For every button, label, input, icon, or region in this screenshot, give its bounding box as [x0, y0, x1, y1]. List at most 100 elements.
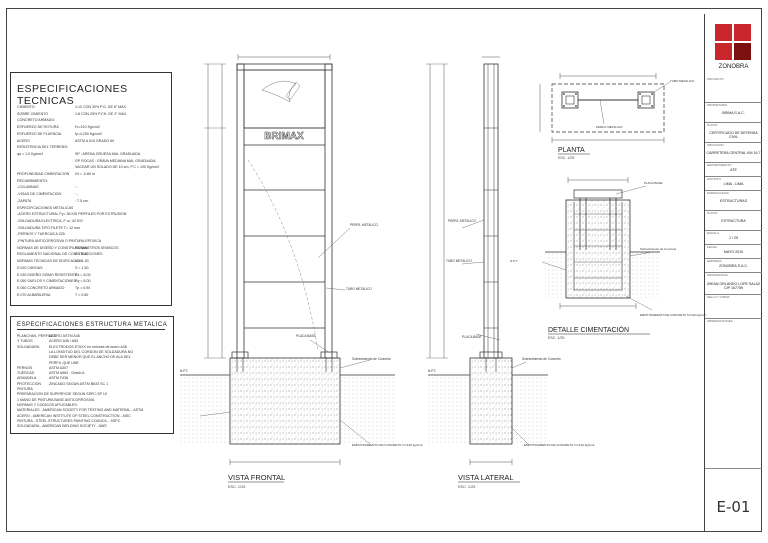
front-view-title: VISTA FRONTAL [228, 473, 285, 482]
title-block-cell-value: ESTRUCTURA [721, 219, 746, 223]
side-perfil-label: PERFIL METALICO [448, 219, 477, 223]
plan-tubo-label: TUBO METALICO [670, 79, 695, 83]
spec-line-label: PREPARACION DE SUPERFICIE SEGUN SSPC-SP … [17, 392, 107, 397]
spec-line-label: -PINTURA ANTICORROSIVA O PINTURA EPOXICA [17, 239, 102, 243]
spec-line-label: -SOLDADURA ELECTRICA, F u= 42 KSI [17, 218, 83, 223]
metal-structure-specifications-box: ESPECIFICACIONES ESTRUCTURA METALICA PLA… [10, 316, 174, 434]
spec-line-value: ASTM A307 [49, 365, 69, 370]
spec-line-label: PLANCHAS, PERFILES [17, 334, 56, 338]
spec-line-value: f'c=210 Kg/cm2 [75, 125, 100, 130]
title-block-cell-value: JHEAN ORLANDO LOPE SALAZ CIP 167759 [706, 282, 761, 290]
plan-perfil-label: PERFIL METALICO [596, 125, 623, 129]
spec-line-value: Ry = 8.00 [75, 279, 91, 284]
spec-line-label: 1 MANO DE PINTURA BASE ANTICORROSIVA [17, 397, 95, 402]
spec-line-value: DEBE SER MENOR QUE EL ANCHO DE ALA DEL [49, 355, 131, 360]
spec-line-label: ACERO [17, 138, 30, 143]
title-block-cell-value: 1 / 25 [729, 236, 738, 240]
title-block-cell-label: DEPARTAMENTO [707, 163, 732, 167]
spec-line-label: E.070 ALBAÑILERIA [17, 292, 51, 297]
title-block-cell-label: PLANO [707, 211, 718, 215]
front-empotramiento-label: EMPOTRAMIENTO DE CONCRETO f'c=140 kg/cm2 [352, 443, 423, 447]
logo-square-tl [715, 24, 732, 41]
spec-line-label: NORMAS TECNICAS DE EDIFICACION: [17, 259, 84, 264]
spec-line-value: ACERO A36 / A53 [49, 339, 79, 344]
side-view: PERFIL METALICO TUBO METALICO PLACA BASE… [426, 56, 595, 489]
spec-line-value: 1:10 CON 30% P.G. DE 6" MAX. [75, 105, 127, 109]
spec-line-label: ESFUERZO DE FLUENCIA [17, 131, 62, 136]
side-view-scale: ESC. 1/25 [458, 485, 475, 489]
side-empotramiento-label: EMPOTRAMIENTO DE CONCRETO f'c=140 kg/cm2 [524, 443, 595, 447]
title-block-cell: SELLO Y FIRMA [705, 294, 762, 319]
spec-line-label: -ACERO ESTRUCTURAL Fy= 36 KSI PERFILES P… [17, 212, 127, 217]
brand-name: ZONOBRA [718, 64, 749, 70]
front-npt-label: N.P.T. [180, 369, 188, 373]
spec-line-label: E.020 CARGAS [17, 265, 43, 270]
logo-square-br [734, 43, 751, 60]
brand-logo [715, 24, 751, 60]
title-block-cell: PROYECTO [705, 76, 762, 103]
title-block-cell-value: ATE [730, 168, 737, 172]
title-block-cell-label: DISTRITO [707, 177, 721, 181]
logo-square-bl [715, 43, 732, 60]
spec-line-label: -ZAPATA [17, 198, 32, 203]
spec-line-value: PARAMETROS SISMICOS [75, 245, 119, 250]
spec-line-label: E.030 DISEÑO SISMO RESISTENTE [17, 272, 78, 277]
sheet-border [6, 8, 762, 532]
spec-line-value: Tp = 0.90 [75, 285, 91, 290]
spec-line-value: : 7.5 cm. [75, 198, 89, 203]
technical-specifications-title: ESPECIFICACIONES TECNICAS [17, 83, 128, 107]
spec-line-label: SOLDADURA - AMERICAN WELDING SOCIETY - A… [17, 424, 107, 429]
spec-line-value: PERFIL QUE UNE [49, 360, 79, 365]
spec-line-label: MATERIALES - AMERICAN SOCIETY FOR TESTIN… [17, 408, 144, 413]
spec-line-label: PROFUNDIDAD CIMENTACION [17, 172, 70, 176]
spec-line-value: ASTM F436 [49, 376, 69, 381]
title-block-cell-label: PROPIETARIO [707, 103, 728, 107]
spec-line-value: ASTM A 615 GRADO 60 [75, 138, 115, 143]
spec-line-label: ACERO - AMERICAN INSTITUTE OF STEEL CONS… [17, 413, 131, 418]
spec-line-label: TUERCAS [17, 371, 35, 376]
spec-line-value: ZINCADO SEGUN ASTM B633 SC 1 [49, 381, 109, 386]
spec-line-value: fy=4,200 Kg/cm2 [75, 131, 103, 136]
spec-line-value: ASTM A563 - Grado A [49, 371, 85, 376]
plan-view-scale: ESC. 1/25 [558, 156, 574, 160]
title-block-cell-value: MAYO 2019 [723, 250, 744, 254]
spec-line-label: RECUBRIMIENTO: [17, 178, 49, 183]
spec-line-value: LA LONGITUD DEL CORDON DE SOLDADURA NO [49, 349, 134, 354]
spec-line-value: GP ROCAS : GRAVA MEDIANA MAL GRADUADA [75, 158, 156, 163]
spec-line-value: Rx = 8.00 [75, 272, 91, 277]
spec-line-label: E.060 CONCRETO ARMADO [17, 285, 65, 290]
detail-view-scale: ESC. 1/25 [548, 336, 564, 340]
spec-line-label: PINTURA [17, 387, 33, 391]
title-block-cell-label: UBICACION [707, 143, 724, 147]
front-perfil-label: PERFIL METALICO [350, 223, 379, 227]
spec-line-label: CONCRETO ARMADO: [17, 118, 56, 123]
metal-title-rule [17, 329, 165, 330]
foundation-detail: PLACA BASE Sobrecimiento de Concreto EMP… [510, 177, 706, 340]
detail-sobrecimiento-label: Sobrecimiento de Concreto [640, 247, 677, 251]
side-tubo-label: TUBO METALICO [446, 259, 472, 263]
title-block-cell-label: PROYECTO [707, 77, 724, 81]
spec-line-value: : - [75, 192, 79, 197]
plan-view-title: PLANTA [558, 147, 585, 154]
title-block-cell-value: CERTIFICADO DE DEFENSA CIVIL [709, 131, 758, 139]
title-block-cell-value: ESTRUCTURAS [720, 199, 747, 203]
title-block-cell-label: OBSERVACIONES [707, 319, 733, 323]
plan-view: TUBO METALICO PERFIL METALICO PLANTA ESC… [539, 73, 695, 160]
spec-line-label: -VIGAS DE CIMENTACION [17, 192, 62, 197]
panel-brand-text: BRIMAX [264, 131, 304, 142]
spec-line-label: PROTECCION [17, 381, 41, 386]
front-sobrecimiento-label: Sobrecimiento de Concreto [352, 357, 391, 361]
spec-line-value: U = 1.00 [75, 259, 89, 264]
spec-line-label: PINTURA - STEEL STRUCTURES PAINTING COUN… [17, 418, 121, 423]
detail-empotramiento-label: EMPOTRAMIENTO DE CONCRETO f'c=140 kg/cm2 [640, 313, 706, 317]
spec-line-value: S = 1.50 [75, 265, 89, 270]
